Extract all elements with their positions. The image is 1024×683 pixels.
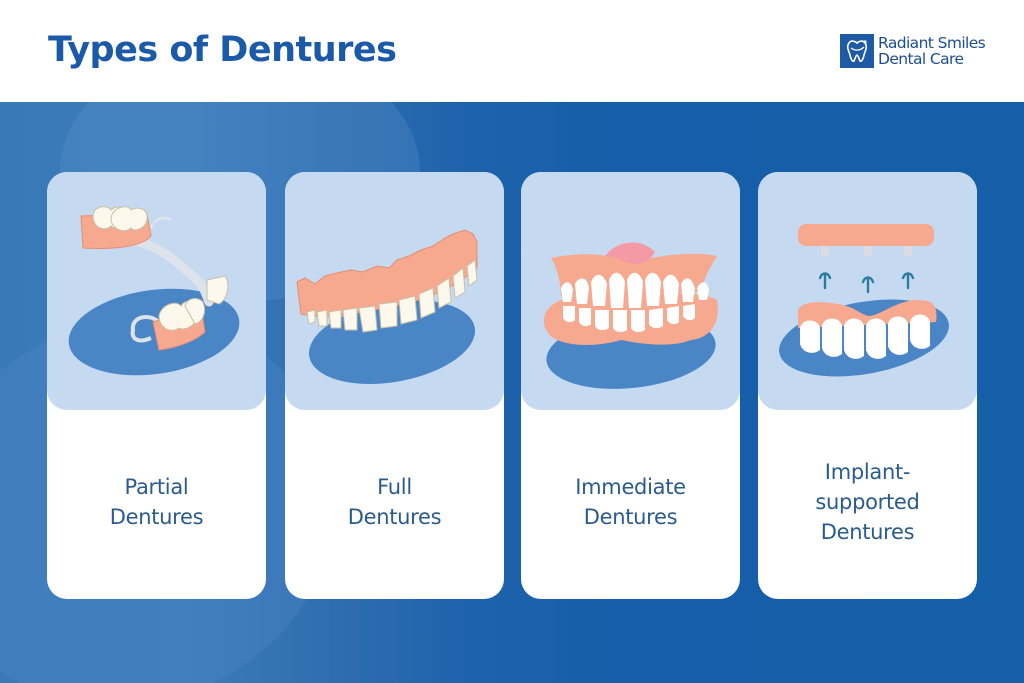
card-immediate-dentures: Immediate Dentures [521, 172, 740, 599]
brand-name-line1: Radiant Smiles [878, 34, 986, 52]
partial-denture-illustration [47, 172, 266, 410]
card-label: Full Dentures [347, 475, 442, 529]
page-title: Types of Dentures [48, 30, 397, 70]
header: Types of Dentures Radiant Smiles Dental … [0, 0, 1024, 102]
card-full-dentures: Full Dentures [285, 172, 504, 599]
card-partial-dentures: Partial Dentures [47, 172, 266, 599]
tooth-icon [840, 34, 874, 68]
card-implant-supported-dentures: Implant- supported Dentures [758, 172, 977, 599]
immediate-denture-illustration [521, 172, 740, 410]
brand-name-line2: Dental Care [878, 50, 964, 68]
card-label: Partial Dentures [109, 475, 204, 529]
card-label: Immediate Dentures [575, 475, 686, 529]
card-label: Implant- supported Dentures [815, 460, 920, 544]
full-denture-illustration [285, 172, 504, 410]
brand-logo: Radiant Smiles Dental Care [840, 32, 986, 70]
implant-supported-denture-illustration [758, 172, 977, 410]
